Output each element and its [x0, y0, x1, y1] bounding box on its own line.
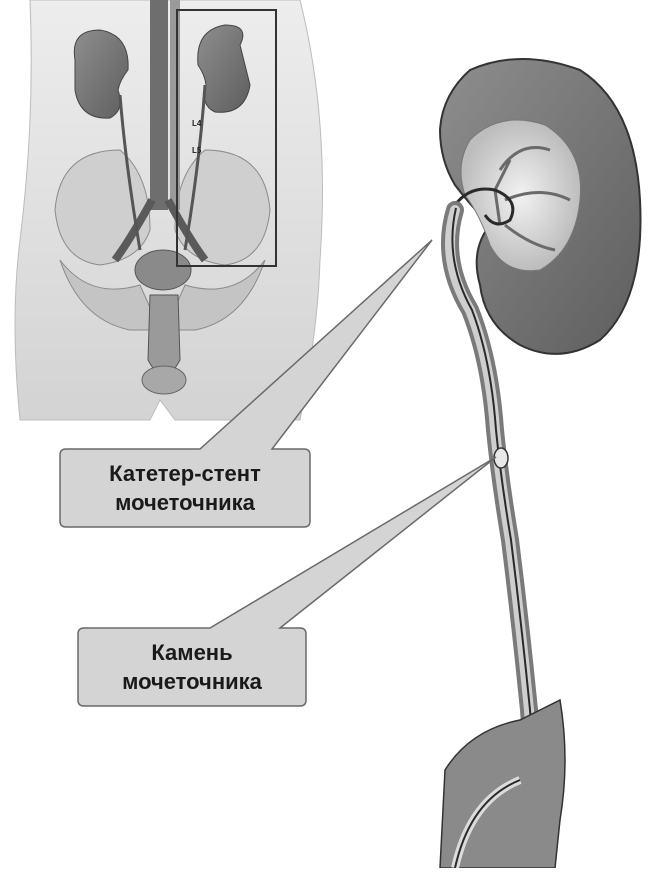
vertebra-label-l5: L5 [192, 146, 201, 155]
torso-overview [15, 0, 323, 420]
callout-stent-line2: мочеточника [60, 488, 310, 517]
callout-stent-line1: Катетер-стент [60, 459, 310, 488]
callout-stone-line2: мочеточника [78, 667, 306, 696]
callout-stone-line1: Камень [78, 638, 306, 667]
callout-stent-label: Катетер-стент мочеточника [60, 459, 310, 517]
stone-marker [494, 448, 508, 468]
callout-stone-label: Камень мочеточника [78, 638, 306, 696]
kidney-detail [440, 59, 641, 868]
vertebra-label-l4: L4 [192, 119, 201, 128]
